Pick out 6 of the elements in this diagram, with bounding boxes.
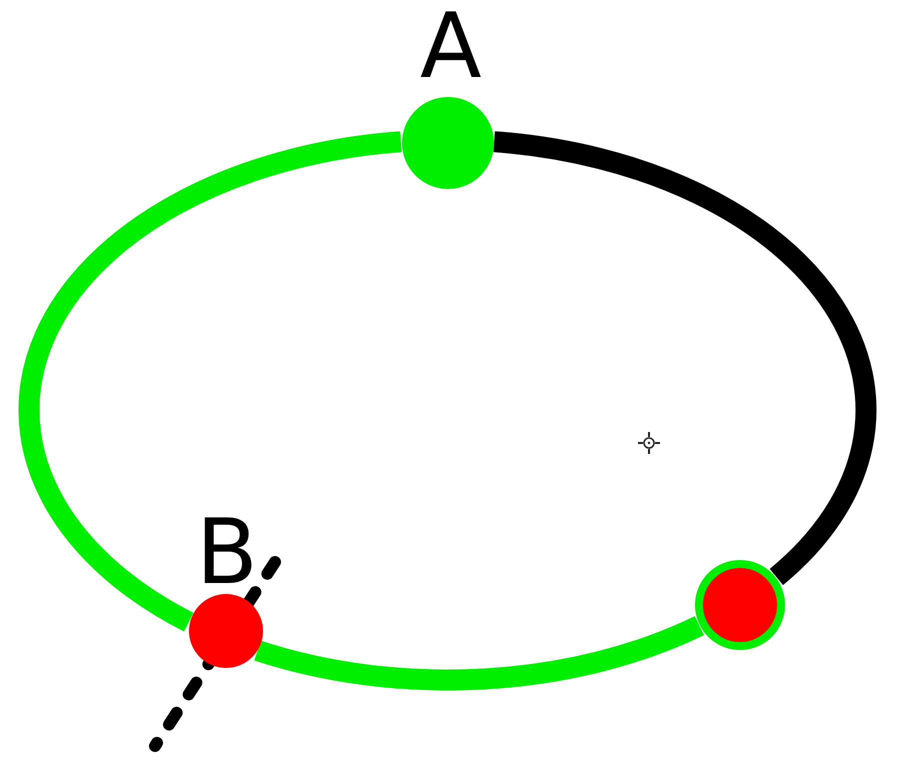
ellipse-arc [254,616,704,690]
ringed-point-dot [695,560,786,650]
point-label: A [420,2,482,92]
point-label: B [196,508,258,598]
ellipse-arc [18,131,402,632]
ellipse-arc [492,131,876,585]
